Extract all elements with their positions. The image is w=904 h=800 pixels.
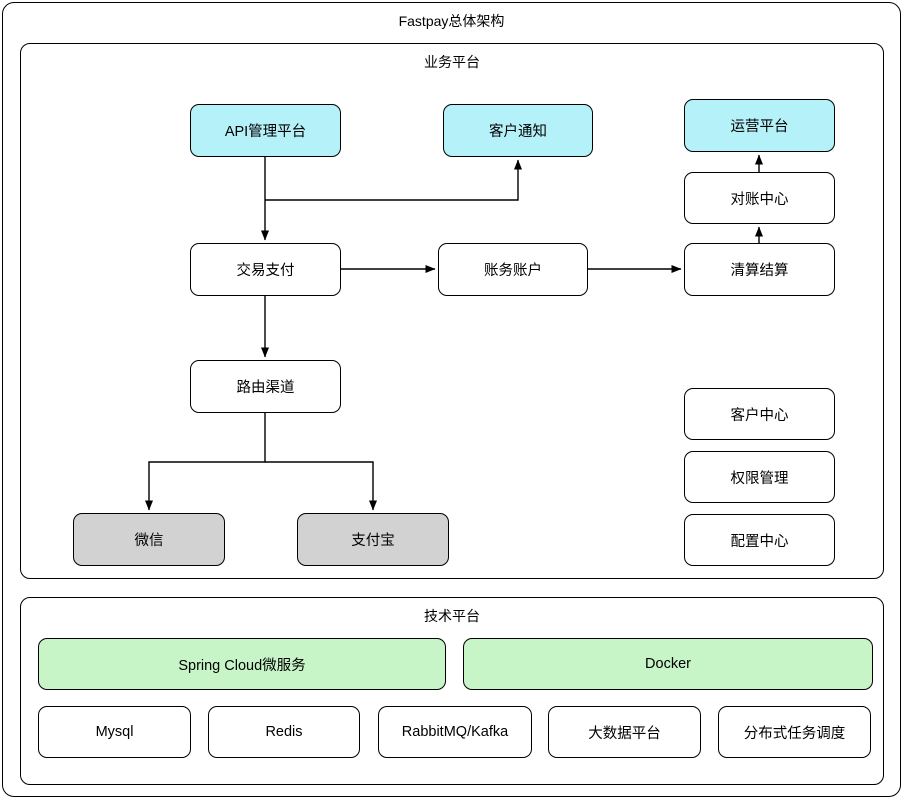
tech-platform-label: 技术平台 [424,608,480,624]
node-wechat: 微信 [73,513,225,566]
node-distributed-task-scheduler: 分布式任务调度 [718,706,871,758]
node-operations-platform: 运营平台 [684,99,835,152]
node-routing-channel: 路由渠道 [190,360,341,413]
node-alipay: 支付宝 [297,513,449,566]
node-permission-management: 权限管理 [684,451,835,503]
diagram-title: Fastpay总体架构 [398,13,505,29]
node-api-management-platform: API管理平台 [190,104,341,157]
business-platform-label: 业务平台 [424,54,480,70]
node-bigdata-platform: 大数据平台 [548,706,701,758]
node-reconciliation-center: 对账中心 [684,172,835,224]
node-customer-center: 客户中心 [684,388,835,440]
node-accounting-account: 账务账户 [438,243,588,296]
node-mysql: Mysql [38,706,191,758]
node-customer-notification: 客户通知 [443,104,593,157]
node-trade-payment: 交易支付 [190,243,341,296]
node-config-center: 配置中心 [684,514,835,566]
node-clearing-settlement: 清算结算 [684,243,835,296]
node-spring-cloud-microservice: Spring Cloud微服务 [38,638,446,690]
tech-platform-frame: 技术平台 [20,597,884,785]
node-redis: Redis [208,706,360,758]
node-rabbitmq-kafka: RabbitMQ/Kafka [378,706,532,758]
business-platform-frame: 业务平台 [20,43,884,579]
node-docker: Docker [463,638,873,690]
